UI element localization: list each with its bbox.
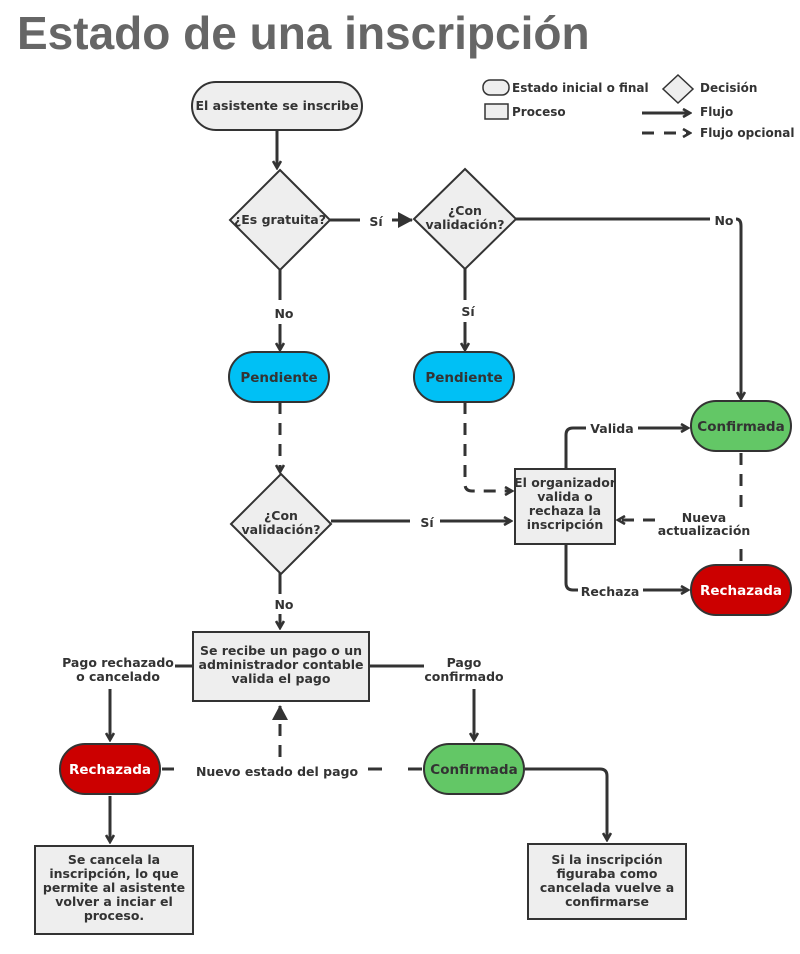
rejected-bottom-label: Rechazada [69,762,151,778]
label-payment-rejected-2: o cancelado [76,669,160,684]
pending-left-node [228,351,330,403]
label-payment-confirmed-1: Pago [447,655,482,670]
edges [110,131,741,842]
cancel-note-line5: proceso. [84,908,144,923]
start-node [191,81,363,131]
cancel-note-line3: permite al asistente [43,880,185,895]
confirmed-bottom-label: Confirmada [430,762,517,778]
decision-validation-top-line2: validación? [426,217,505,232]
page-title: Estado de una inscripción [17,7,590,59]
organizer-line1: El organizador [514,475,617,490]
decision-validation-top [412,167,518,271]
label-valtop-no: No [714,213,733,228]
label-nueva-1: Nueva [682,510,726,525]
label-payment-confirmed-2: confirmado [424,669,504,684]
label-valmid-yes: Sí [420,515,434,530]
edge-valtop-no-b [735,217,741,399]
confirmed-top-node [690,400,792,452]
organizer-process [514,468,616,545]
reconfirm-note-line4: confirmarse [565,894,649,909]
label-free-yes: Sí [369,214,383,229]
confirmed-top-label: Confirmada [697,419,784,435]
label-nueva-2: actualización [658,523,751,538]
cancel-note-process [34,845,194,935]
reconfirm-note-process [527,843,687,920]
label-new-payment-state: Nuevo estado del pago [196,764,359,779]
label-free-no: No [274,306,293,321]
cancel-note-line4: volver a inciar el [55,894,173,909]
edge-organizer-rechaza-a [564,545,578,592]
edge-pending-right-to-organizer [463,402,512,491]
edge-organizer-valida-a [564,426,586,468]
start-node-label: El asistente se inscribe [195,98,358,113]
pending-right-label: Pendiente [425,370,502,386]
rejected-top-node [690,564,792,616]
rejected-top-label: Rechazada [700,583,782,599]
legend-process-label: Proceso [512,105,566,119]
payment-line1: Se recibe un pago o un [200,643,362,658]
decision-validation-mid-line2: validación? [242,522,321,537]
reconfirm-note-line2: figuraba como [556,866,657,881]
label-payment-rejected-1: Pago rechazado [62,655,174,670]
label-valida: Valida [590,421,633,436]
organizer-line4: inscripción [527,517,604,532]
legend: Estado inicial o final Proceso Decisión … [482,73,794,140]
rejected-bottom-node [59,743,161,795]
decision-is-free [228,168,332,272]
edge-confirmed-to-note [525,767,607,840]
pending-left-label: Pendiente [240,370,317,386]
cancel-note-line1: Se cancela la [68,852,160,867]
legend-decision-shape [661,73,695,105]
reconfirm-note-line1: Si la inscripción [551,852,662,867]
decision-is-free-label: ¿Es gratuita? [234,212,326,227]
legend-optional-flow-label: Flujo opcional [700,126,794,140]
edge-labels: Sí No Sí No Valida Nueva actualización R… [62,213,750,779]
decision-validation-top-line1: ¿Con [448,203,482,218]
organizer-line3: rechaza la [529,503,601,518]
legend-terminal-label: Estado inicial o final [512,81,649,95]
label-rechaza: Rechaza [581,584,640,599]
nodes: El asistente se inscribe ¿Es gratuita? ¿… [34,81,792,935]
legend-terminal-shape [482,79,510,96]
decision-validation-mid-line1: ¿Con [264,508,298,523]
legend-decision-label: Decisión [700,81,757,95]
payment-line3: valida el pago [232,671,331,686]
confirmed-bottom-node [423,743,525,795]
legend-process-shape [484,103,509,120]
label-valtop-yes: Sí [461,304,475,319]
decision-validation-mid [229,472,333,576]
payment-process [192,631,370,702]
organizer-line2: valida o [537,489,593,504]
reconfirm-note-line3: cancelada vuelve a [540,880,674,895]
legend-flow-label: Flujo [700,105,733,119]
label-valmid-no: No [274,597,293,612]
pending-right-node [413,351,515,403]
payment-line2: administrador contable [199,657,364,672]
cancel-note-line2: inscripción, lo que [49,866,178,881]
